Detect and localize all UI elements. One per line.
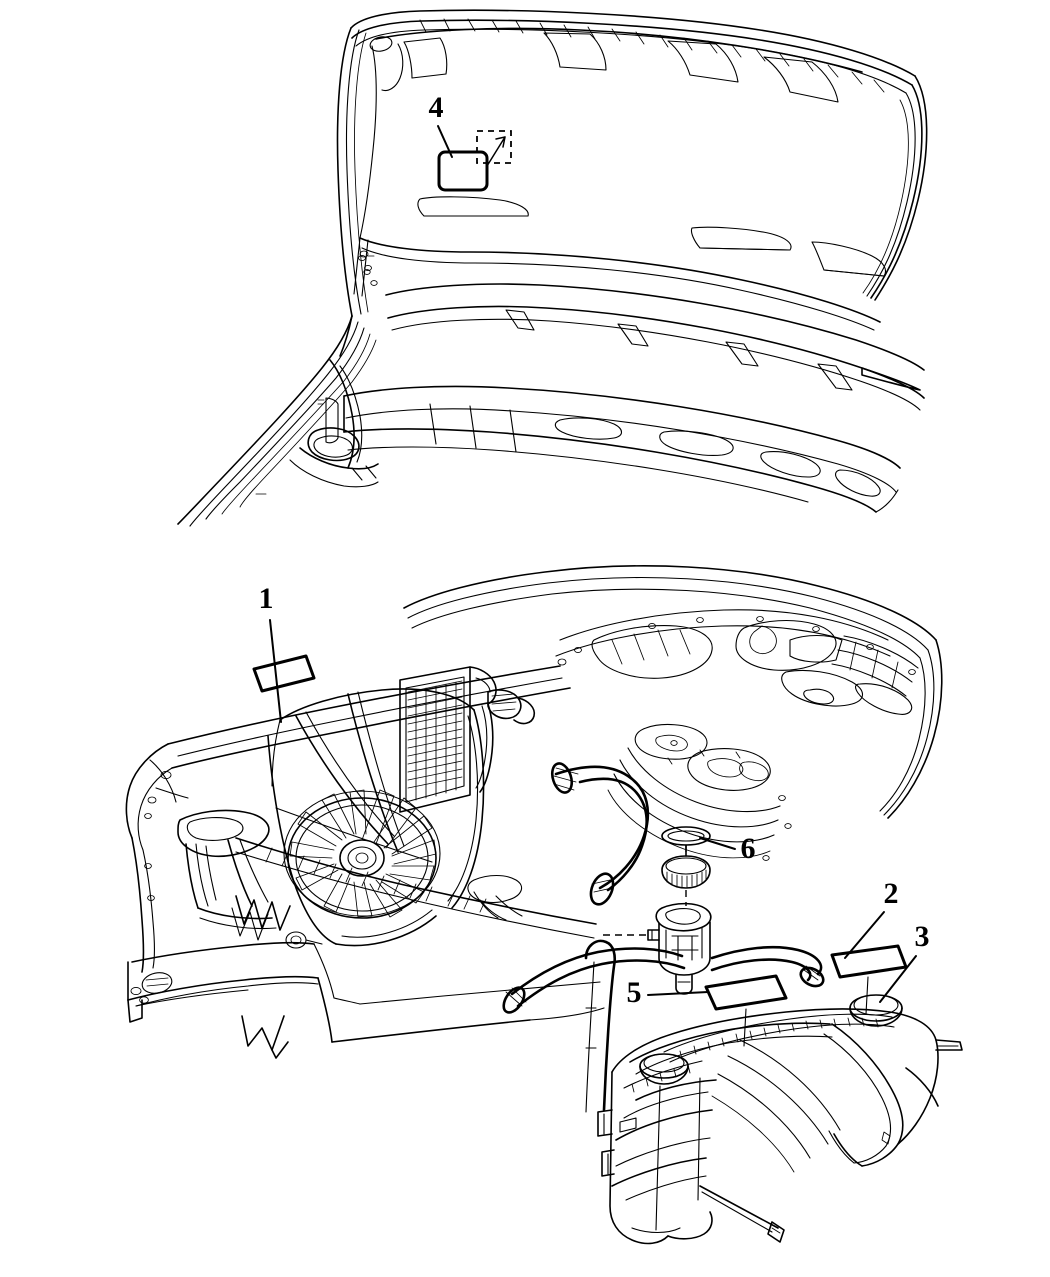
callout-4: 4 [429, 91, 453, 158]
windshield-frame [350, 9, 928, 301]
firewall-structure [555, 609, 919, 715]
left-pillar [336, 27, 369, 357]
upper-radiator-hose[interactable] [549, 761, 650, 908]
cowl-panel [385, 283, 925, 411]
filler-cap-seal[interactable] [661, 826, 711, 857]
left-side-panel [353, 237, 371, 297]
fender-sill-line [529, 1007, 605, 1021]
radiator-support-decal[interactable] [252, 654, 316, 693]
upper-view-group: 4 [177, 9, 928, 527]
left-inner-fender [177, 255, 379, 527]
fender-upper-edge [403, 565, 943, 819]
callout-2: 2 [844, 877, 899, 959]
callout-1: 1 [259, 582, 282, 723]
lower-radiator-hose[interactable] [500, 939, 827, 1113]
hood-lower-surface [359, 196, 887, 331]
lower-view-group: 6 1 [125, 565, 963, 1245]
support-braces [235, 807, 597, 939]
callout-3-number: 3 [915, 920, 930, 953]
callout-2-number: 2 [884, 877, 899, 910]
hood-decal-alternate-position [476, 130, 512, 167]
filler-neck-cap[interactable] [600, 845, 711, 936]
callout-6: 6 [699, 832, 756, 865]
callout-6-number: 6 [741, 832, 756, 865]
shock-tower [607, 723, 792, 861]
radiator-core [399, 666, 536, 813]
radiator-support [125, 665, 601, 1059]
plenum-panel [343, 385, 901, 513]
hood-decal[interactable] [437, 150, 489, 192]
callout-3: 3 [879, 920, 930, 1003]
reservoir-mounting-screw [699, 1185, 785, 1243]
coolant-reservoir-decal-lower[interactable] [704, 974, 788, 1047]
hood-latch-bracket [467, 874, 523, 921]
coolant-reservoir-decal-upper[interactable] [830, 944, 908, 1015]
callout-1-number: 1 [259, 582, 274, 615]
lower-support-bracket [177, 809, 323, 949]
callout-5-number: 5 [627, 976, 642, 1009]
coolant-recovery-bottle [597, 994, 963, 1245]
callout-4-number: 4 [429, 91, 444, 124]
coolant-filler-neck [647, 902, 712, 995]
hood-panel [359, 27, 863, 239]
callout-5: 5 [627, 976, 709, 1009]
